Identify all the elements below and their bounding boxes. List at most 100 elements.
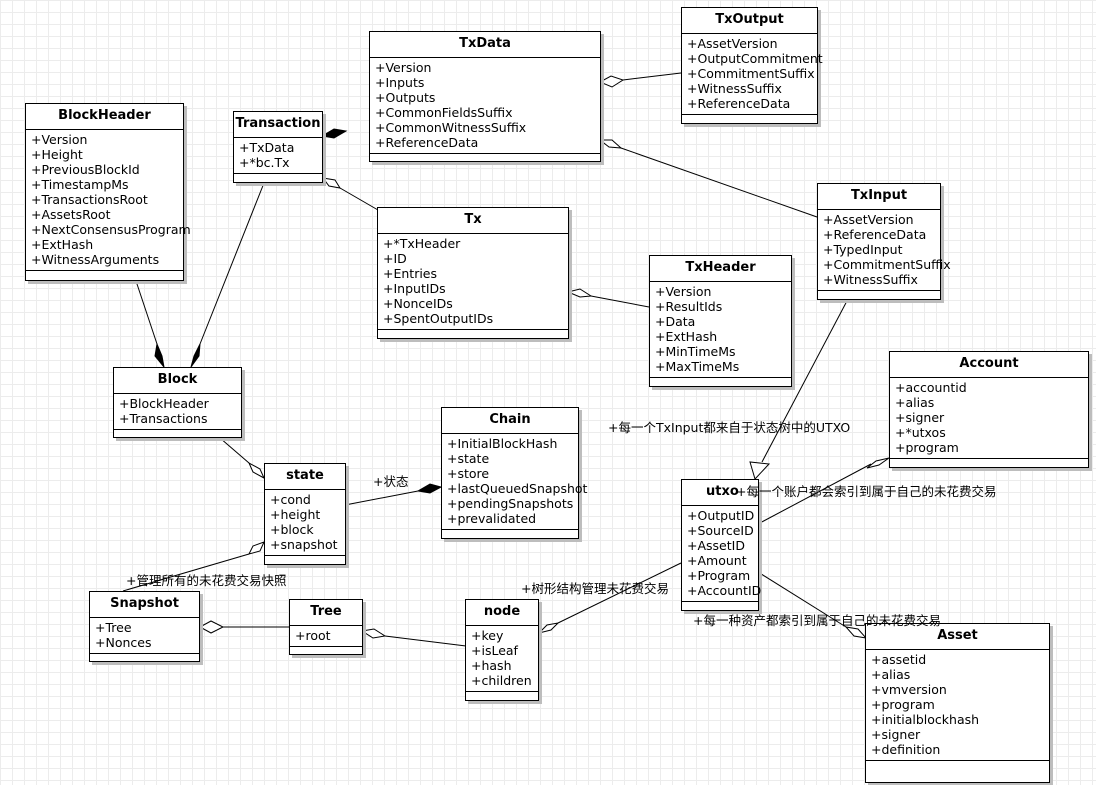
attribute: +AssetID bbox=[687, 538, 745, 553]
note-snapshot-manage: +管理所有的未花费交易快照 bbox=[126, 573, 287, 588]
attribute-list: +InitialBlockHash+state+store+lastQueued… bbox=[442, 434, 588, 530]
link-blockheader-block bbox=[135, 280, 158, 345]
class-title: Block bbox=[114, 368, 241, 394]
class-snapshot[interactable]: Snapshot +Tree+Nonces bbox=[89, 591, 200, 662]
attribute: +PreviousBlockId bbox=[31, 162, 140, 177]
attribute: +Version bbox=[31, 132, 88, 147]
note-state-label: +状态 bbox=[373, 474, 409, 489]
attribute-list: +*TxHeader+ID+Entries+InputIDs+NonceIDs+… bbox=[378, 234, 568, 330]
attribute-list: +TxData+*bc.Tx bbox=[234, 138, 322, 174]
attribute: +vmversion bbox=[871, 682, 947, 697]
composition-diamond bbox=[416, 483, 443, 494]
class-title: TxData bbox=[370, 32, 600, 58]
attribute: +ExtHash bbox=[655, 329, 718, 344]
attribute: +TransactionsRoot bbox=[31, 192, 148, 207]
attribute: +Inputs bbox=[375, 75, 425, 90]
attribute: +key bbox=[471, 628, 504, 643]
attribute: +Data bbox=[655, 314, 696, 329]
class-txoutput[interactable]: TxOutput +AssetVersion+OutputCommitment+… bbox=[681, 7, 823, 124]
attribute: +hash bbox=[471, 658, 512, 673]
link-transaction-block bbox=[199, 182, 265, 345]
class-title: Asset bbox=[866, 624, 1049, 650]
attribute: +children bbox=[471, 673, 532, 688]
class-title: TxOutput bbox=[682, 8, 817, 34]
link-utxo-account bbox=[757, 463, 872, 525]
attribute: +NonceIDs bbox=[383, 296, 453, 311]
attribute: +Tree bbox=[95, 620, 132, 635]
class-state[interactable]: state +cond+height+block+snapshot bbox=[264, 463, 346, 565]
attribute: +lastQueuedSnapshot bbox=[447, 481, 588, 496]
class-tree[interactable]: Tree +root bbox=[289, 599, 363, 655]
attribute: +alias bbox=[895, 395, 935, 410]
attribute: +isLeaf bbox=[471, 643, 518, 658]
composition-diamond bbox=[154, 342, 165, 369]
attribute-list: +Version+Inputs+Outputs+CommonFieldsSuff… bbox=[370, 58, 600, 154]
attribute: +MinTimeMs bbox=[655, 344, 736, 359]
class-title: TxHeader bbox=[650, 256, 791, 282]
class-account[interactable]: Account +accountid+alias+signer+*utxos+p… bbox=[889, 351, 1089, 468]
attribute: +SourceID bbox=[687, 523, 754, 538]
attribute: +Transactions bbox=[119, 411, 208, 426]
composition-diamond bbox=[320, 128, 348, 139]
attribute: +AssetVersion bbox=[823, 212, 914, 227]
attribute: +SpentOutputIDs bbox=[383, 311, 494, 326]
note-account-utxo: +每一个账户都会索引到属于自己的未花费交易 bbox=[736, 484, 997, 499]
attribute: +alias bbox=[871, 667, 911, 682]
class-title: node bbox=[466, 600, 538, 626]
attribute: +WitnessArguments bbox=[31, 252, 160, 267]
attribute-list: +OutputID+SourceID+AssetID+Amount+Progra… bbox=[682, 506, 761, 602]
class-chain[interactable]: Chain +InitialBlockHash+state+store+last… bbox=[441, 407, 588, 539]
attribute: +Outputs bbox=[375, 90, 436, 105]
attribute: +MaxTimeMs bbox=[655, 359, 740, 374]
attribute: +prevalidated bbox=[447, 511, 537, 526]
attribute-list: +root bbox=[290, 626, 362, 647]
class-title: Chain bbox=[442, 408, 578, 434]
class-asset[interactable]: Asset +assetid+alias+vmversion+program+i… bbox=[865, 623, 1050, 783]
attribute-list: +Tree+Nonces bbox=[90, 618, 199, 654]
attribute: +OutputCommitment bbox=[687, 51, 823, 66]
class-tx[interactable]: Tx +*TxHeader+ID+Entries+InputIDs+NonceI… bbox=[377, 207, 569, 339]
attribute: +ResultIds bbox=[655, 299, 723, 314]
attribute: +block bbox=[270, 522, 314, 537]
link-snapshot-state bbox=[122, 553, 250, 592]
class-title: BlockHeader bbox=[26, 104, 183, 130]
attribute: +TxData bbox=[239, 140, 295, 155]
attribute: +Version bbox=[375, 60, 432, 75]
aggregation-diamond bbox=[844, 626, 868, 639]
aggregation-diamond bbox=[360, 628, 387, 639]
attribute: +WitnessSuffix bbox=[687, 81, 782, 96]
class-node[interactable]: node +key+isLeaf+hash+children bbox=[465, 599, 539, 701]
class-utxo[interactable]: utxo +OutputID+SourceID+AssetID+Amount+P… bbox=[681, 479, 761, 611]
class-title: Account bbox=[890, 352, 1088, 378]
attribute: +InitialBlockHash bbox=[447, 436, 558, 451]
aggregation-diamond bbox=[198, 620, 225, 634]
class-title: Transaction bbox=[234, 112, 322, 138]
class-blockheader[interactable]: BlockHeader +Version+Height+PreviousBloc… bbox=[25, 103, 191, 281]
attribute: +Height bbox=[31, 147, 83, 162]
class-txdata[interactable]: TxData +Version+Inputs+Outputs+CommonFie… bbox=[369, 31, 601, 162]
link-block-state bbox=[219, 437, 250, 464]
attribute: +WitnessSuffix bbox=[823, 272, 918, 287]
aggregation-diamond bbox=[537, 622, 560, 634]
aggregation-diamond bbox=[247, 461, 266, 480]
attribute: +Entries bbox=[383, 266, 438, 281]
attribute-list: +AssetVersion+OutputCommitment+Commitmen… bbox=[682, 34, 823, 115]
class-transaction[interactable]: Transaction +TxData+*bc.Tx bbox=[233, 111, 323, 183]
attribute: +Amount bbox=[687, 553, 747, 568]
attribute: +CommonWitnessSuffix bbox=[375, 120, 527, 135]
attribute: +Version bbox=[655, 284, 712, 299]
aggregation-diamond bbox=[321, 177, 342, 189]
attribute: +program bbox=[895, 440, 959, 455]
class-txinput[interactable]: TxInput +AssetVersion+ReferenceData+Type… bbox=[817, 183, 951, 300]
class-title: TxInput bbox=[818, 184, 940, 210]
attribute: +assetid bbox=[871, 652, 927, 667]
class-block[interactable]: Block +BlockHeader+Transactions bbox=[113, 367, 242, 438]
attribute: +AssetVersion bbox=[687, 36, 778, 51]
aggregation-diamond bbox=[248, 541, 265, 555]
note-asset-utxo: +每一种资产都索引到属于自己的未花费交易 bbox=[693, 613, 941, 628]
class-txheader[interactable]: TxHeader +Version+ResultIds+Data+ExtHash… bbox=[649, 255, 792, 387]
link-node-tree bbox=[384, 635, 467, 647]
aggregation-diamond bbox=[866, 457, 890, 469]
attribute-list: +Version+Height+PreviousBlockId+Timestam… bbox=[26, 130, 191, 271]
